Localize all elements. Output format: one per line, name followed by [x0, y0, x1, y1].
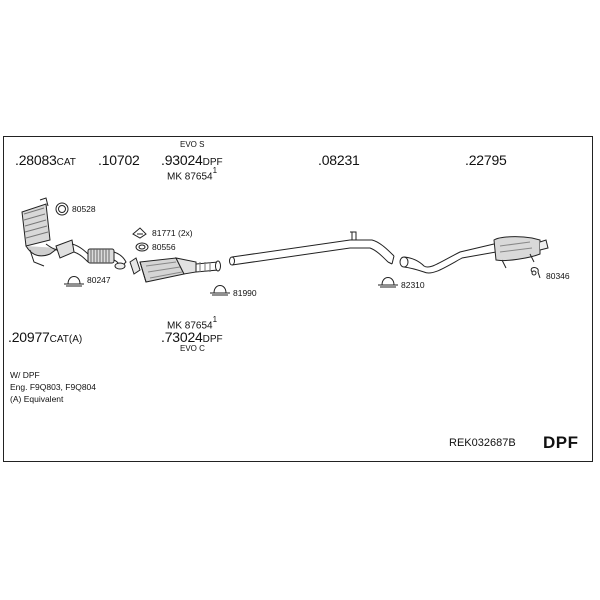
part-80346-label[interactable]: 80346: [546, 271, 570, 281]
part-73024-mk-label[interactable]: MK 876541: [167, 316, 217, 332]
part-number: .20977: [8, 329, 50, 345]
part-80247-label[interactable]: 80247: [87, 275, 111, 285]
dpf-badge: DPF: [543, 433, 579, 452]
part-22795-label[interactable]: .22795: [465, 153, 507, 169]
mk-footnote: 1: [212, 315, 218, 324]
part-suffix: CAT(A): [49, 334, 83, 345]
part-number: .28083: [15, 152, 57, 168]
part-80556-label[interactable]: 80556: [152, 242, 176, 252]
part-08231-label[interactable]: .08231: [318, 153, 360, 169]
note-equivalent: (A) Equivalent: [10, 394, 64, 404]
flex-pipe-drawing[interactable]: [71, 243, 127, 270]
part-28083-label[interactable]: .28083CAT: [15, 153, 76, 169]
rear-muffler-drawing[interactable]: [399, 236, 549, 274]
clamp-81990-drawing[interactable]: [210, 285, 230, 296]
part-number: .93024: [161, 152, 203, 168]
part-suffix: DPF: [202, 334, 223, 345]
diagram-frame: [3, 136, 593, 462]
part-80528-label[interactable]: 80528: [72, 204, 96, 214]
ring-80528-drawing[interactable]: [55, 202, 69, 216]
part-suffix: DPF: [202, 157, 223, 168]
part-81990-label[interactable]: 81990: [233, 288, 257, 298]
part-number: .08231: [318, 152, 360, 168]
gasket-80556-drawing[interactable]: [135, 242, 149, 252]
kit-reference: REK032687B: [449, 437, 516, 449]
part-73024-variant: EVO C: [180, 344, 205, 353]
part-73024-label[interactable]: .73024DPF: [161, 330, 223, 346]
part-82310-label[interactable]: 82310: [401, 280, 425, 290]
part-20977-label[interactable]: .20977CAT(A): [8, 330, 82, 346]
part-93024-mk-label[interactable]: MK 876541: [167, 167, 217, 183]
bolt-81771-drawing[interactable]: [132, 227, 147, 239]
hanger-80346-drawing[interactable]: [530, 267, 541, 279]
intermediate-pipe-drawing[interactable]: [229, 231, 395, 266]
clamp-82310-drawing[interactable]: [378, 277, 398, 288]
mk-number: MK 87654: [167, 171, 213, 183]
part-93024-label[interactable]: .93024DPF: [161, 153, 223, 169]
part-81771-label[interactable]: 81771 (2x): [152, 228, 193, 238]
part-number: .22795: [465, 152, 507, 168]
part-number: .10702: [98, 152, 140, 168]
mk-footnote: 1: [212, 166, 218, 175]
note-engine: Eng. F9Q803, F9Q804: [10, 382, 96, 392]
manifold-catalyst-drawing[interactable]: [21, 197, 75, 267]
part-10702-label[interactable]: .10702: [98, 153, 140, 169]
mk-number: MK 87654: [167, 320, 213, 332]
part-93024-variant: EVO S: [180, 140, 205, 149]
part-suffix: CAT: [56, 157, 76, 168]
dpf-drawing[interactable]: [129, 257, 221, 283]
note-dpf: W/ DPF: [10, 370, 40, 380]
part-number: .73024: [161, 329, 203, 345]
clamp-80247-drawing[interactable]: [64, 276, 84, 287]
